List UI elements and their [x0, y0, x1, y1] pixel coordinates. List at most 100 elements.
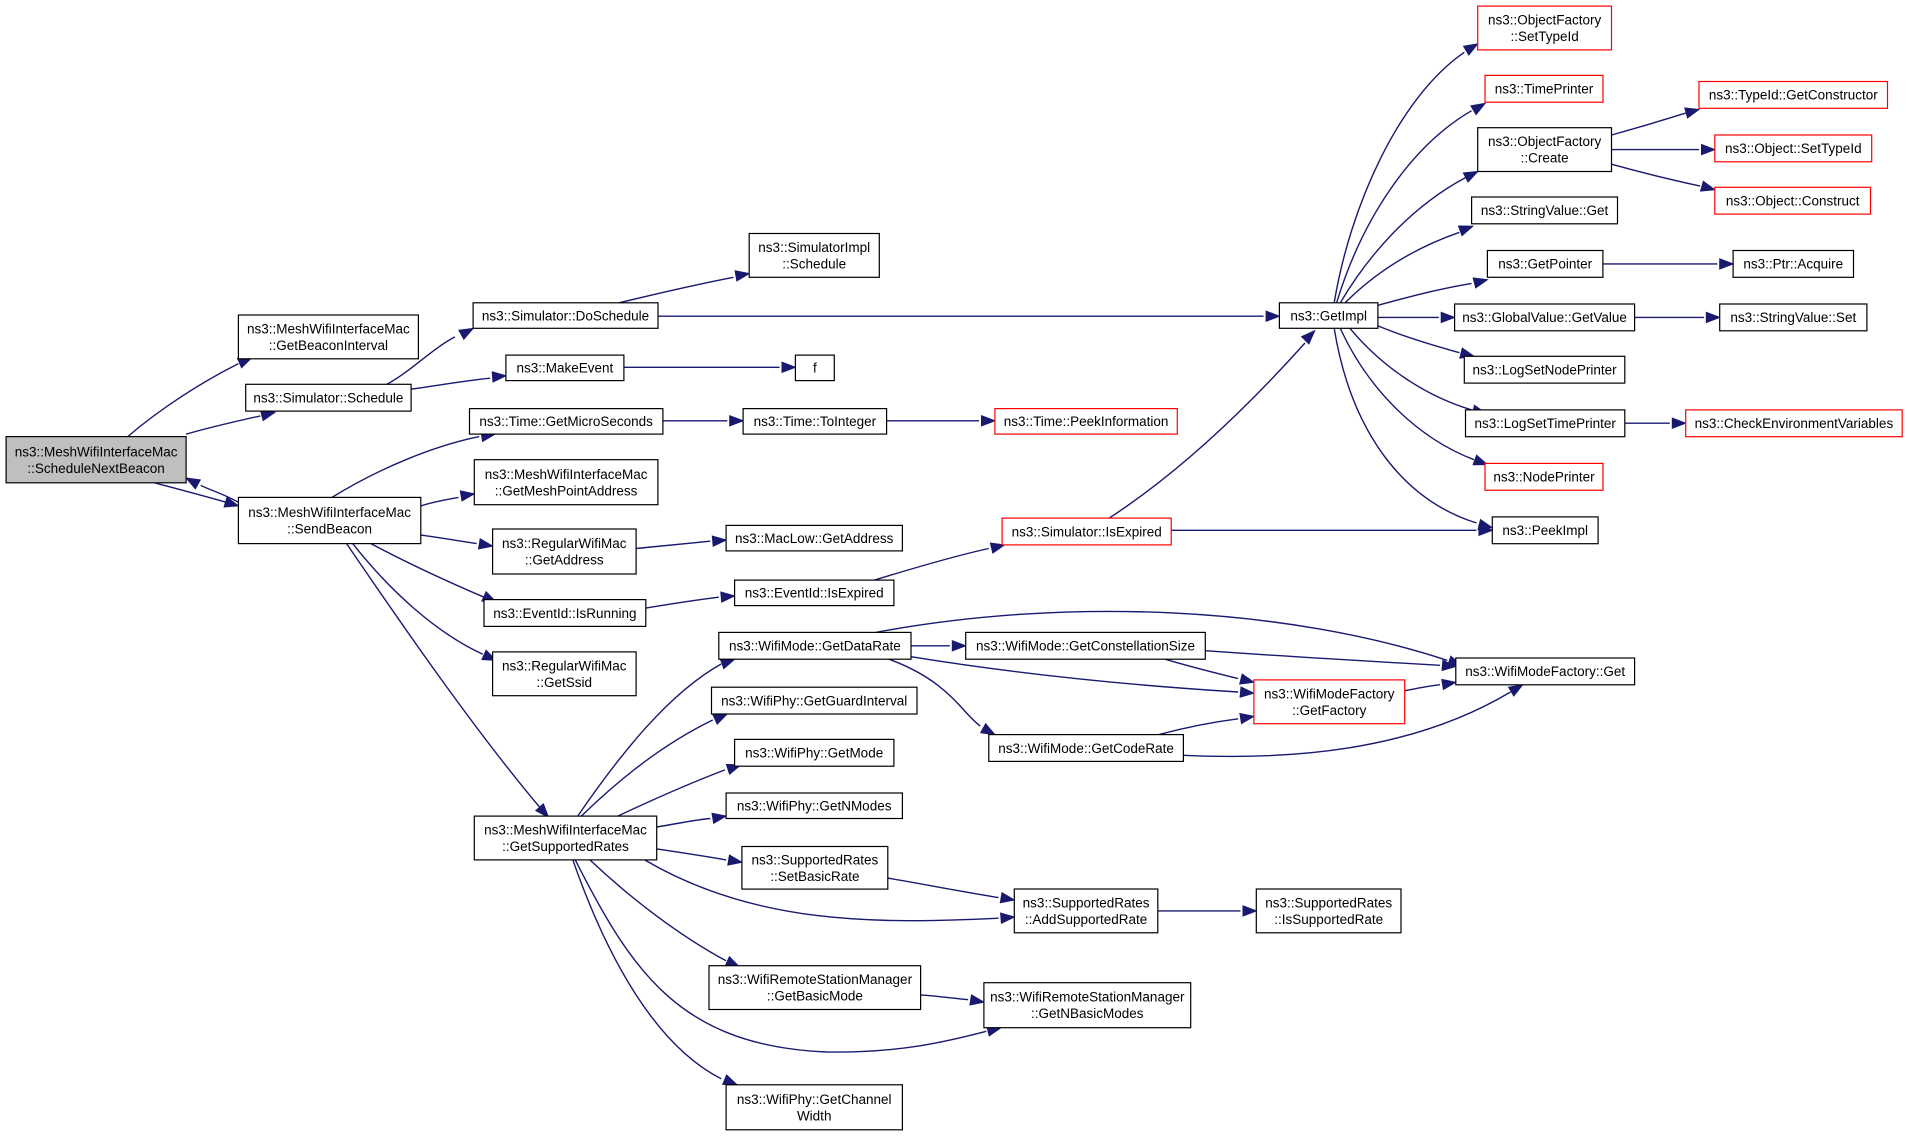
node-ofSetTypeId[interactable]: ns3::ObjectFactory::SetTypeId	[1477, 5, 1613, 51]
node-factoryGet[interactable]: ns3::WifiModeFactory::Get	[1455, 657, 1636, 686]
node-label-line: ::Create	[1521, 151, 1569, 166]
node-logSetTimePrinter[interactable]: ns3::LogSetTimePrinter	[1464, 409, 1626, 438]
edge-getSupportedRates-to-getBasicMode	[589, 859, 741, 968]
arrow-head-icon	[1684, 107, 1701, 119]
node-getGuardInterval[interactable]: ns3::WifiPhy::GetGuardInterval	[710, 686, 918, 715]
node-label-line: ns3::MeshWifiInterfaceMac	[15, 444, 178, 459]
node-getSupportedRates[interactable]: ns3::MeshWifiInterfaceMac::GetSupportedR…	[473, 815, 658, 861]
node-toInteger[interactable]: ns3::Time::ToInteger	[742, 408, 888, 435]
node-box	[1698, 80, 1889, 109]
arrow-head-icon	[1441, 659, 1458, 672]
node-getFactory[interactable]: ns3::WifiModeFactory::GetFactory	[1253, 679, 1406, 725]
node-root[interactable]: ns3::MeshWifiInterfaceMac::ScheduleNextB…	[5, 436, 187, 484]
node-label-line: ns3::TypeId::GetConstructor	[1709, 88, 1878, 103]
node-timePrinter[interactable]: ns3::TimePrinter	[1484, 74, 1604, 103]
edge-line	[1344, 231, 1460, 304]
node-box	[468, 408, 664, 435]
node-simSchedule[interactable]: ns3::Simulator::Schedule	[245, 383, 412, 412]
edge-line	[875, 610, 1448, 662]
node-getImpl[interactable]: ns3::GetImpl	[1278, 302, 1379, 329]
node-getNModes[interactable]: ns3::WifiPhy::GetNModes	[725, 792, 903, 820]
node-isRunning[interactable]: ns3::EventId::IsRunning	[483, 598, 647, 627]
node-isSupportedRate[interactable]: ns3::SupportedRates::IsSupportedRate	[1255, 888, 1402, 934]
arrow-head-icon	[1701, 143, 1717, 156]
node-nodePrinter[interactable]: ns3::NodePrinter	[1484, 462, 1604, 491]
node-simImplSchedule[interactable]: ns3::SimulatorImpl::Schedule	[748, 232, 880, 278]
node-getDataRate[interactable]: ns3::WifiMode::GetDataRate	[718, 631, 912, 660]
node-getCodeRate[interactable]: ns3::WifiMode::GetCodeRate	[988, 733, 1184, 762]
node-objSetTypeId[interactable]: ns3::Object::SetTypeId	[1714, 134, 1873, 163]
edge-line	[617, 769, 726, 817]
node-ofCreate[interactable]: ns3::ObjectFactory::Create	[1477, 127, 1613, 173]
node-globalGetValue[interactable]: ns3::GlobalValue::GetValue	[1453, 303, 1636, 332]
edge-simSchedule-to-doSchedule	[386, 327, 475, 385]
edge-line	[1611, 112, 1686, 136]
edge-sendBeacon-to-isRunning	[370, 542, 498, 603]
node-getConstructor[interactable]: ns3::TypeId::GetConstructor	[1698, 80, 1889, 109]
node-getSsid[interactable]: ns3::RegularWifiMac::GetSsid	[492, 651, 637, 697]
edge-line	[1333, 51, 1465, 303]
node-ptrAcquire[interactable]: ns3::Ptr::Acquire	[1732, 249, 1855, 278]
node-getBasicMode[interactable]: ns3::WifiRemoteStationManager::GetBasicM…	[708, 965, 922, 1011]
node-setBasicRate[interactable]: ns3::SupportedRates::SetBasicRate	[741, 845, 889, 890]
node-stringValueSet[interactable]: ns3::StringValue::Set	[1719, 303, 1868, 332]
node-getBeaconInterval[interactable]: ns3::MeshWifiInterfaceMac::GetBeaconInte…	[237, 314, 419, 360]
node-logSetNodePrinter[interactable]: ns3::LogSetNodePrinter	[1463, 355, 1626, 384]
node-eventIsExpired[interactable]: ns3::EventId::IsExpired	[733, 579, 895, 607]
edge-getConstellationSize-to-getFactory	[1164, 658, 1256, 685]
node-regGetAddress[interactable]: ns3::RegularWifiMac::GetAddress	[492, 528, 637, 575]
node-peekImpl[interactable]: ns3::PeekImpl	[1491, 516, 1599, 545]
node-getNBasicModes[interactable]: ns3::WifiRemoteStationManager::GetNBasic…	[983, 982, 1192, 1029]
node-label-line: ns3::WifiRemoteStationManager	[718, 972, 913, 987]
edge-sendBeacon-to-getSsid	[352, 543, 498, 661]
nodes-layer: ns3::MeshWifiInterfaceMac::ScheduleNextB…	[5, 5, 1903, 1131]
node-label-line: ns3::Time::ToInteger	[754, 414, 877, 429]
node-peekInformation[interactable]: ns3::Time::PeekInformation	[994, 408, 1178, 435]
node-box	[1484, 462, 1604, 491]
node-getMode[interactable]: ns3::WifiPhy::GetMode	[733, 738, 895, 767]
arrow-head-icon	[781, 361, 797, 374]
node-label-line: ns3::Simulator::IsExpired	[1012, 524, 1162, 539]
edge-line	[1611, 163, 1701, 187]
edge-doSchedule-to-getImpl	[657, 310, 1281, 323]
arrow-head-icon	[721, 1074, 739, 1086]
edge-getImpl-to-peekImpl	[1333, 328, 1494, 531]
node-label-line: ::SetBasicRate	[770, 869, 859, 884]
node-getConstellationSize[interactable]: ns3::WifiMode::GetConstellationSize	[965, 631, 1206, 660]
node-box	[245, 383, 412, 412]
node-label-line: ns3::GetImpl	[1290, 308, 1367, 323]
node-macLowGetAddress[interactable]: ns3::MacLow::GetAddress	[725, 524, 903, 552]
node-label-line: ::GetMeshPointAddress	[495, 483, 638, 498]
node-getPointer[interactable]: ns3::GetPointer	[1486, 249, 1604, 278]
edge-line	[1377, 282, 1472, 306]
node-box	[1013, 888, 1159, 934]
node-label-line: ns3::CheckEnvironmentVariables	[1695, 416, 1894, 431]
node-box	[718, 631, 912, 660]
arrow-head-icon	[1699, 180, 1717, 192]
node-makeEvent[interactable]: ns3::MakeEvent	[505, 354, 625, 382]
node-label-line: ns3::MakeEvent	[516, 361, 613, 376]
arrow-head-icon	[711, 812, 728, 825]
node-stringValueGet[interactable]: ns3::StringValue::Get	[1470, 196, 1619, 225]
node-checkEnvVars[interactable]: ns3::CheckEnvironmentVariables	[1685, 409, 1903, 438]
node-box	[1455, 657, 1636, 686]
node-sendBeacon[interactable]: ns3::MeshWifiInterfaceMac::SendBeacon	[237, 496, 422, 545]
node-box	[983, 982, 1192, 1029]
node-box	[733, 738, 895, 767]
edge-line	[386, 336, 456, 385]
node-getMicroSeconds[interactable]: ns3::Time::GetMicroSeconds	[468, 408, 664, 435]
node-label-line: ns3::RegularWifiMac	[502, 536, 627, 551]
edge-line	[888, 658, 981, 727]
edge-root-to-getBeaconInterval	[127, 357, 254, 438]
node-simIsExpired[interactable]: ns3::Simulator::IsExpired	[1001, 517, 1172, 546]
edge-getImpl-to-getPointer	[1377, 277, 1489, 306]
node-box	[725, 792, 903, 820]
node-addSupportedRate[interactable]: ns3::SupportedRates::AddSupportedRate	[1013, 888, 1159, 934]
node-doSchedule[interactable]: ns3::Simulator::DoSchedule	[472, 302, 659, 329]
node-getMeshPointAddress[interactable]: ns3::MeshWifiInterfaceMac::GetMeshPointA…	[473, 459, 659, 506]
node-f[interactable]: f	[794, 354, 835, 382]
node-label-line: ns3::PeekImpl	[1502, 523, 1588, 538]
node-label-line: ns3::LogSetTimePrinter	[1475, 416, 1617, 431]
node-objConstruct[interactable]: ns3::Object::Construct	[1714, 186, 1872, 215]
